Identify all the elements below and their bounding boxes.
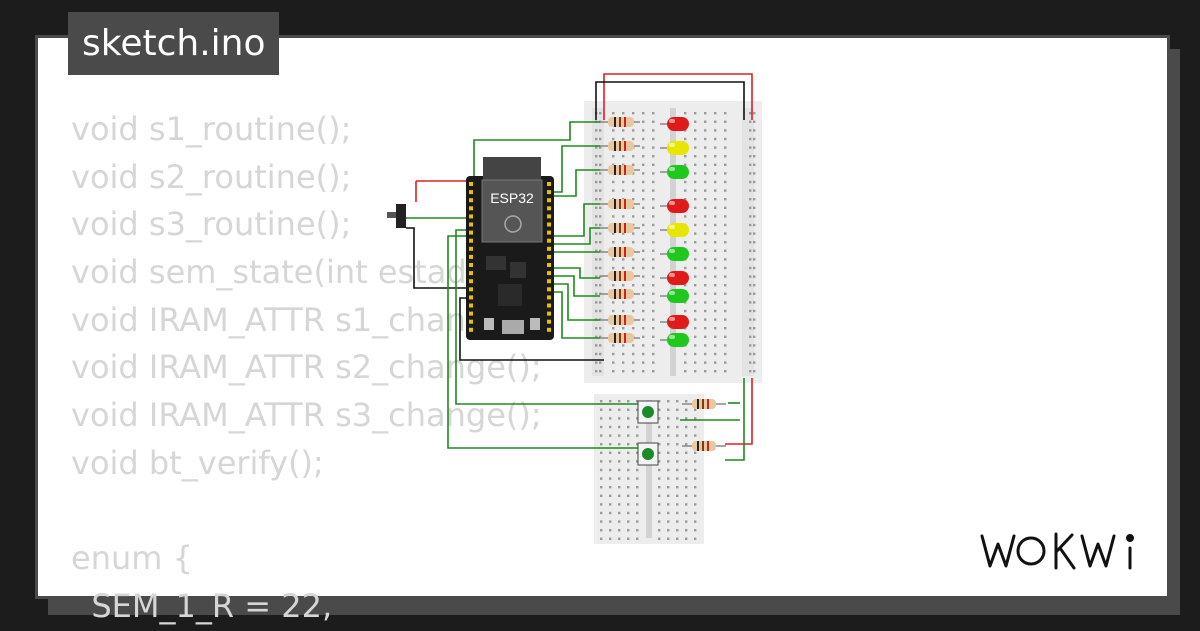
resistor-led-pair [600, 165, 689, 179]
code-line: void bt_verify(); [71, 443, 324, 482]
button-resistor-2 [682, 441, 726, 451]
resistor-led-pair [600, 315, 689, 329]
code-line: void s1_routine(); [71, 110, 352, 148]
resistor-led-pair [600, 199, 689, 213]
resistor-led-pair [600, 141, 689, 155]
code-listing: void s1_routine();void s2_routine();void… [71, 106, 542, 631]
code-line: void s2_routine(); [71, 157, 352, 196]
code-line: SEM_1_R = 22, [71, 586, 333, 625]
wokwi-logo [980, 532, 1134, 570]
resistor-led-pair [600, 289, 689, 303]
resistor-led-pair [600, 223, 689, 237]
esp32-label: ESP32 [490, 190, 534, 206]
code-line: void IRAM_ATTR s3_change(); [71, 396, 542, 435]
push-button-1[interactable] [637, 400, 659, 424]
button-resistor-1 [682, 399, 726, 409]
file-tab: sketch.ino [68, 12, 280, 75]
resistor-led-pair [600, 117, 689, 131]
resistor-led-pair [600, 247, 689, 261]
resistor-led-pair [600, 271, 689, 285]
code-line: enum { [71, 539, 193, 578]
push-button-2[interactable] [637, 442, 659, 466]
code-line: void IRAM_ATTR s2_change(); [71, 348, 542, 387]
esp32-board[interactable]: ESP32 [466, 157, 554, 340]
resistor-led-pair [600, 333, 689, 347]
slide-switch[interactable] [387, 204, 406, 228]
code-line: void s3_routine(); [71, 205, 352, 244]
